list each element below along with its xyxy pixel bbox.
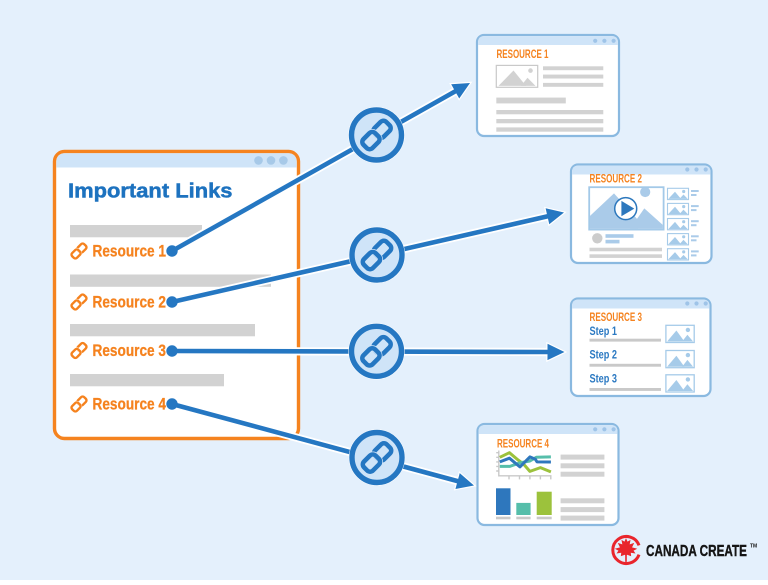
svg-text:RESOURCE 3: RESOURCE 3	[590, 312, 643, 324]
svg-text:Resource 1: Resource 1	[93, 243, 167, 261]
svg-text:Step 2: Step 2	[590, 350, 618, 362]
svg-text:RESOURCE 4: RESOURCE 4	[497, 438, 549, 450]
svg-text:CANADA CREATE: CANADA CREATE	[646, 543, 747, 560]
svg-text:Step 1: Step 1	[590, 326, 618, 338]
svg-text:Resource 3: Resource 3	[93, 342, 167, 360]
svg-text:TM: TM	[750, 544, 757, 550]
svg-text:Resource 4: Resource 4	[93, 396, 167, 414]
svg-text:Important Links: Important Links	[68, 180, 233, 203]
svg-text:RESOURCE 2: RESOURCE 2	[590, 174, 643, 186]
svg-text:RESOURCE 1: RESOURCE 1	[497, 49, 549, 61]
svg-text:Resource 2: Resource 2	[93, 294, 167, 312]
svg-text:Step 3: Step 3	[590, 374, 618, 386]
